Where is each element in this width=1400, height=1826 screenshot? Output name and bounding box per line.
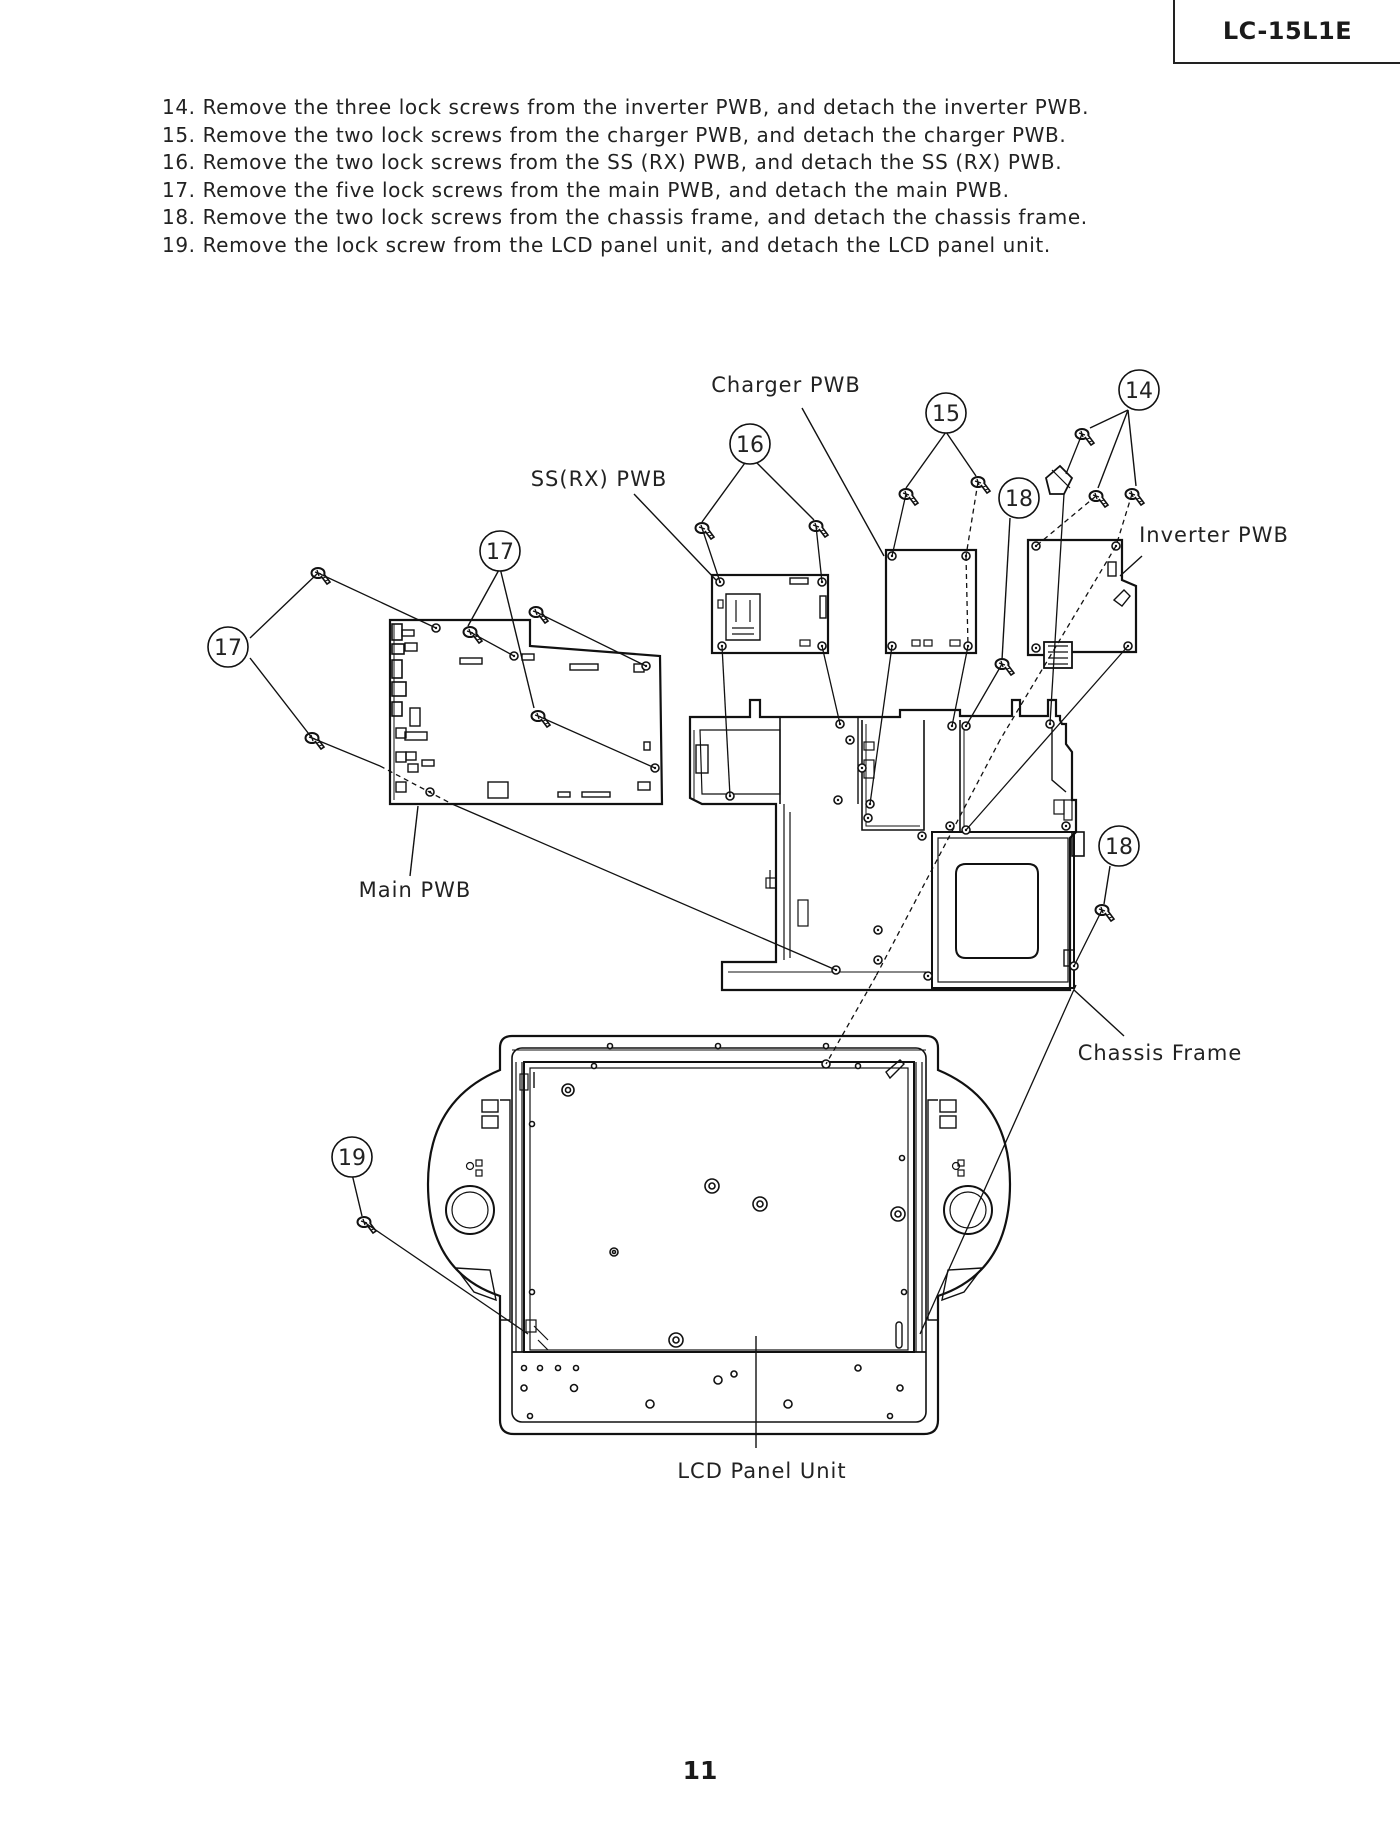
main-pwb-board	[388, 618, 664, 806]
callout-16: 16	[729, 423, 771, 465]
svg-text:17: 17	[486, 540, 514, 565]
svg-text:18: 18	[1005, 487, 1033, 512]
svg-text:17: 17	[214, 636, 242, 661]
callouts: 14 15 16 17 17 18	[207, 369, 1160, 1178]
lcd-panel-holes	[520, 1042, 908, 1420]
screw-18-a	[994, 658, 1015, 676]
callout-14: 14	[1118, 369, 1160, 411]
chassis-frame	[688, 698, 1085, 992]
label-charger-pwb: Charger PWB	[711, 373, 861, 397]
leader-lines	[249, 407, 1143, 1448]
model-number: LC-15L1E	[1222, 17, 1353, 45]
callout-18-upper: 18	[998, 477, 1040, 519]
label-ss-rx-pwb: SS(RX) PWB	[531, 467, 668, 491]
svg-text:19: 19	[338, 1146, 366, 1171]
model-number-box: LC-15L1E	[1173, 0, 1400, 64]
callout-18-right: 18	[1098, 825, 1140, 867]
screw-17-b	[304, 732, 325, 750]
screws	[304, 428, 1145, 1234]
step-15: 15. Remove the two lock screws from the …	[162, 122, 1067, 147]
step-19: 19. Remove the lock screw from the LCD p…	[162, 232, 1051, 257]
svg-text:18: 18	[1105, 835, 1133, 860]
part-labels: Charger PWB SS(RX) PWB Inverter PWB Main…	[359, 373, 1289, 1483]
assembly-lines	[311, 433, 1129, 1335]
ss-rx-pwb-board	[710, 573, 830, 655]
page-number: 11	[682, 1756, 718, 1785]
label-main-pwb: Main PWB	[359, 878, 472, 902]
label-chassis-frame: Chassis Frame	[1078, 1041, 1243, 1065]
hidden-assembly-lines	[379, 481, 1133, 1065]
step-16: 16. Remove the two lock screws from the …	[162, 150, 1063, 174]
svg-text:16: 16	[736, 433, 764, 458]
step-17: 17. Remove the five lock screws from the…	[162, 177, 1010, 202]
charger-pwb-board	[884, 548, 978, 655]
svg-text:14: 14	[1125, 379, 1153, 404]
callout-17-left: 17	[207, 626, 249, 668]
label-lcd-panel-unit: LCD Panel Unit	[677, 1459, 846, 1483]
screw-19	[356, 1216, 377, 1234]
instruction-list: 14. Remove the three lock screws from th…	[162, 94, 1089, 259]
screw-15-b	[970, 476, 991, 494]
svg-text:15: 15	[932, 402, 960, 427]
step-14: 14. Remove the three lock screws from th…	[162, 95, 1090, 119]
screw-16-b	[808, 520, 829, 538]
inverter-pwb-board	[1026, 538, 1138, 669]
lcd-panel-unit	[426, 1034, 1012, 1436]
screw-14-c	[1124, 488, 1145, 506]
screw-15-a	[898, 488, 919, 506]
callout-17-upper: 17	[479, 530, 521, 572]
screw-17-d	[528, 606, 549, 624]
label-inverter-pwb: Inverter PWB	[1139, 523, 1289, 547]
callout-19: 19	[331, 1136, 373, 1178]
step-18: 18. Remove the two lock screws from the …	[162, 205, 1088, 229]
callout-15: 15	[925, 392, 967, 434]
